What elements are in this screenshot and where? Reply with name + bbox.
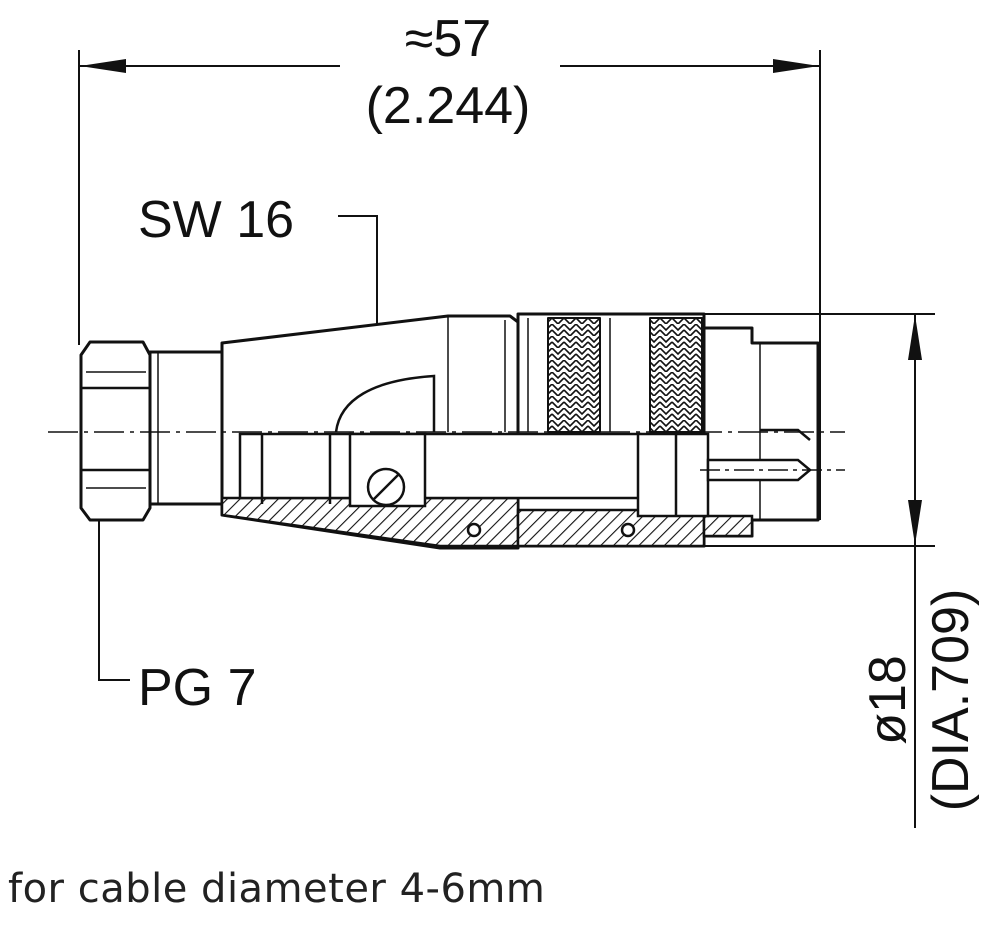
o-ring-1: [466, 522, 482, 538]
diameter-mm-label: ø18: [859, 655, 917, 745]
section-view: [220, 428, 812, 548]
knurl-band-1: [547, 317, 601, 433]
cable-diameter-caption: for cable diameter 4-6mm: [8, 866, 546, 912]
length-dimension: [78, 50, 821, 520]
diameter-dimension: [700, 313, 935, 828]
knurl-band-2: [649, 317, 703, 433]
gland-nut: [79, 340, 152, 522]
insert-section: [702, 514, 754, 538]
length-mm-label: ≈57: [405, 10, 491, 68]
wrench-size-label: SW 16: [138, 191, 294, 249]
gland-neck: [148, 350, 224, 506]
wrench-flat: [334, 374, 436, 433]
contact-carrier: [636, 432, 710, 518]
thread-leader: [98, 510, 130, 681]
connector-body: [79, 312, 820, 550]
o-ring-2: [620, 522, 636, 538]
thread-label: PG 7: [138, 659, 257, 717]
diameter-in-label: (DIA.709): [922, 589, 980, 812]
inner-cavity: [238, 432, 642, 500]
length-in-label: (2.244): [366, 77, 531, 135]
